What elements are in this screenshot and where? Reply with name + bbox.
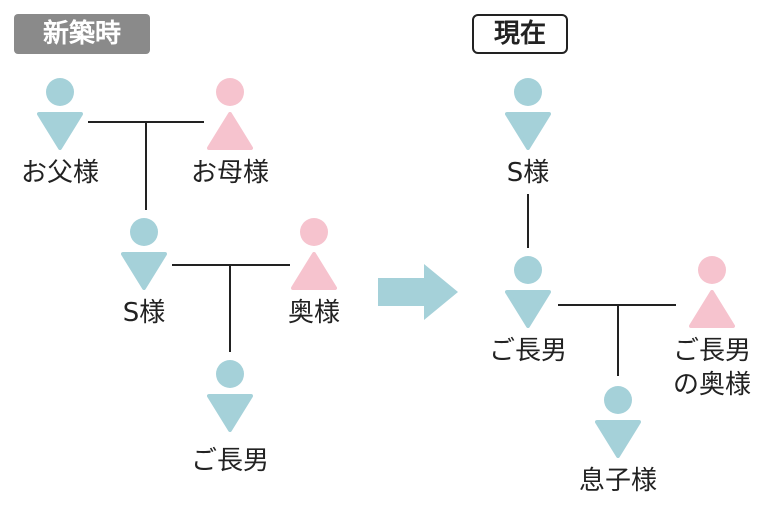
- head-icon: [46, 78, 74, 106]
- son-wife-label: ご長男 の奥様: [662, 334, 762, 402]
- female-person-icon: [688, 256, 736, 328]
- female-body-icon: [689, 290, 735, 328]
- male-body-icon: [505, 112, 551, 150]
- now-s-label: S様: [506, 158, 550, 188]
- head-icon: [130, 218, 158, 246]
- mother-label: お母様: [190, 158, 269, 188]
- male-body-icon: [595, 420, 641, 458]
- s-label: S様: [122, 298, 166, 328]
- male-body-icon: [37, 112, 83, 150]
- head-icon: [216, 78, 244, 106]
- male-body-icon: [207, 394, 253, 432]
- head-icon: [300, 218, 328, 246]
- head-icon: [698, 256, 726, 284]
- male-person-icon: [504, 78, 552, 150]
- male-person-icon: [120, 218, 168, 290]
- past-badge: 新築時: [14, 14, 150, 54]
- grandson-label: 息子様: [578, 466, 657, 496]
- head-icon: [514, 256, 542, 284]
- head-icon: [514, 78, 542, 106]
- female-person-icon: [206, 78, 254, 150]
- female-person-icon: [290, 218, 338, 290]
- male-person-icon: [206, 360, 254, 432]
- female-body-icon: [207, 112, 253, 150]
- head-icon: [216, 360, 244, 388]
- son-wife-label-line1: ご長男: [672, 336, 751, 366]
- father-label: お父様: [20, 158, 99, 188]
- now-son-label: ご長男: [488, 336, 567, 366]
- right-arrow-icon: [378, 264, 458, 320]
- male-person-icon: [36, 78, 84, 150]
- wife-label: 奥様: [287, 298, 340, 328]
- male-person-icon: [504, 256, 552, 328]
- son-wife-label-line2: の奥様: [672, 370, 751, 400]
- female-body-icon: [291, 252, 337, 290]
- male-body-icon: [505, 290, 551, 328]
- male-body-icon: [121, 252, 167, 290]
- male-person-icon: [594, 386, 642, 458]
- now-badge: 現在: [472, 14, 568, 54]
- head-icon: [604, 386, 632, 414]
- son-label: ご長男: [190, 446, 269, 476]
